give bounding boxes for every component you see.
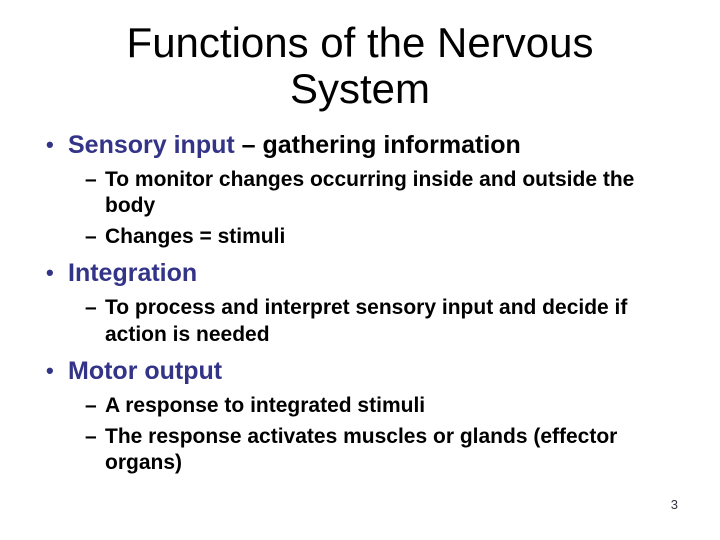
- sub-bullet-text: Changes = stimuli: [105, 225, 286, 249]
- bullet-heading: Motor output: [68, 356, 223, 385]
- bullet-heading-suffix: – gathering information: [234, 131, 521, 160]
- bullet-heading: Integration: [68, 259, 198, 288]
- sub-bullet: – To monitor changes occurring inside an…: [85, 167, 720, 219]
- page-title-line-1: Functions of the Nervous: [126, 19, 594, 66]
- dash-marker: –: [85, 393, 97, 417]
- bullet-item-sensory-input: • Sensory input – gathering information: [46, 130, 720, 160]
- sub-bullet: – Changes = stimuli: [85, 224, 720, 250]
- bullet-item-motor-output: • Motor output: [46, 356, 720, 386]
- sub-bullet-text: The response activates muscles or glands…: [105, 424, 618, 474]
- bullet-item-integration: • Integration: [46, 258, 720, 288]
- bullet-marker: •: [46, 132, 54, 158]
- dash-marker: –: [85, 424, 97, 448]
- page-number: 3: [670, 497, 678, 512]
- dash-marker: –: [85, 168, 97, 192]
- dash-marker: –: [85, 225, 97, 249]
- bullet-marker: •: [46, 357, 54, 383]
- sub-bullet-text: To process and interpret sensory input a…: [105, 296, 628, 346]
- bullet-text: Motor output: [68, 356, 222, 386]
- dash-marker: –: [85, 296, 97, 320]
- sub-bullet-text: A response to integrated stimuli: [105, 393, 426, 417]
- page-title-line-2: System: [289, 65, 431, 113]
- bullet-text: Integration: [68, 258, 197, 288]
- page-title: Functions of the Nervous System: [0, 0, 720, 112]
- sub-bullet: – A response to integrated stimuli: [85, 393, 720, 419]
- slide-body: • Sensory input – gathering information …: [0, 130, 720, 475]
- sub-bullet: – The response activates muscles or glan…: [85, 424, 720, 476]
- sub-bullet-text: To monitor changes occurring inside and …: [105, 168, 635, 218]
- bullet-heading: Sensory input: [68, 131, 235, 160]
- bullet-marker: •: [46, 260, 54, 286]
- sub-bullet: – To process and interpret sensory input…: [85, 295, 720, 347]
- bullet-text: Sensory input – gathering information: [68, 130, 521, 160]
